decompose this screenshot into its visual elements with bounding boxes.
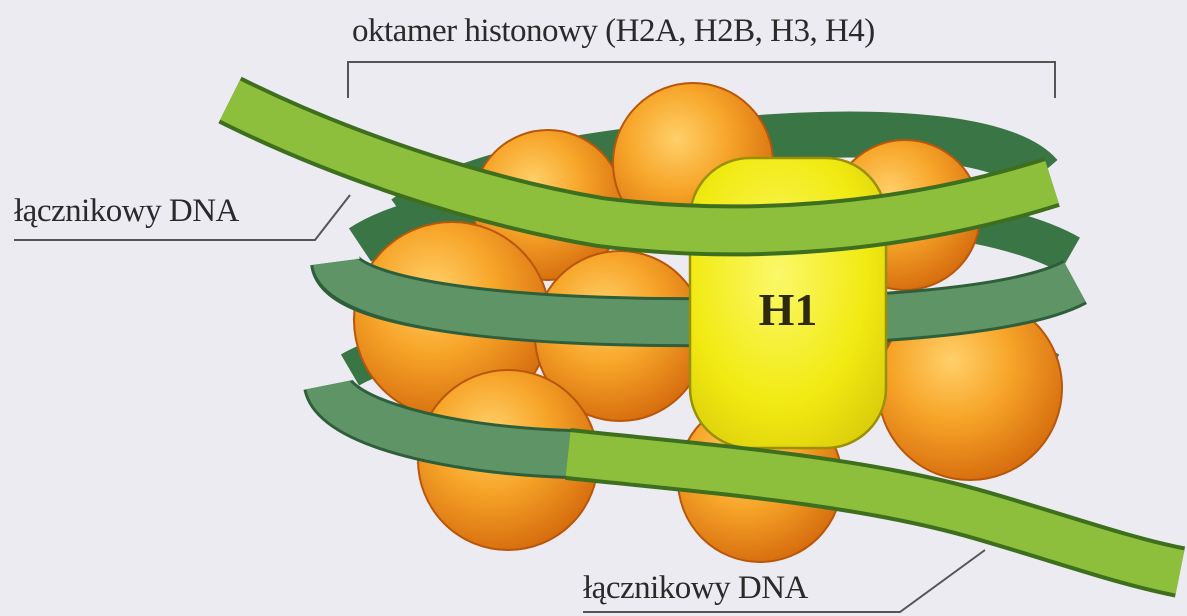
octamer-label: oktamer histonowy (H2A, H2B, H3, H4) — [352, 13, 875, 50]
linker-dna-top-label: łącznikowy DNA — [14, 193, 239, 230]
linker-dna-bottom — [568, 454, 1180, 572]
h1-label: H1 — [690, 283, 886, 336]
linker-dna-bottom-label: łącznikowy DNA — [583, 570, 808, 607]
